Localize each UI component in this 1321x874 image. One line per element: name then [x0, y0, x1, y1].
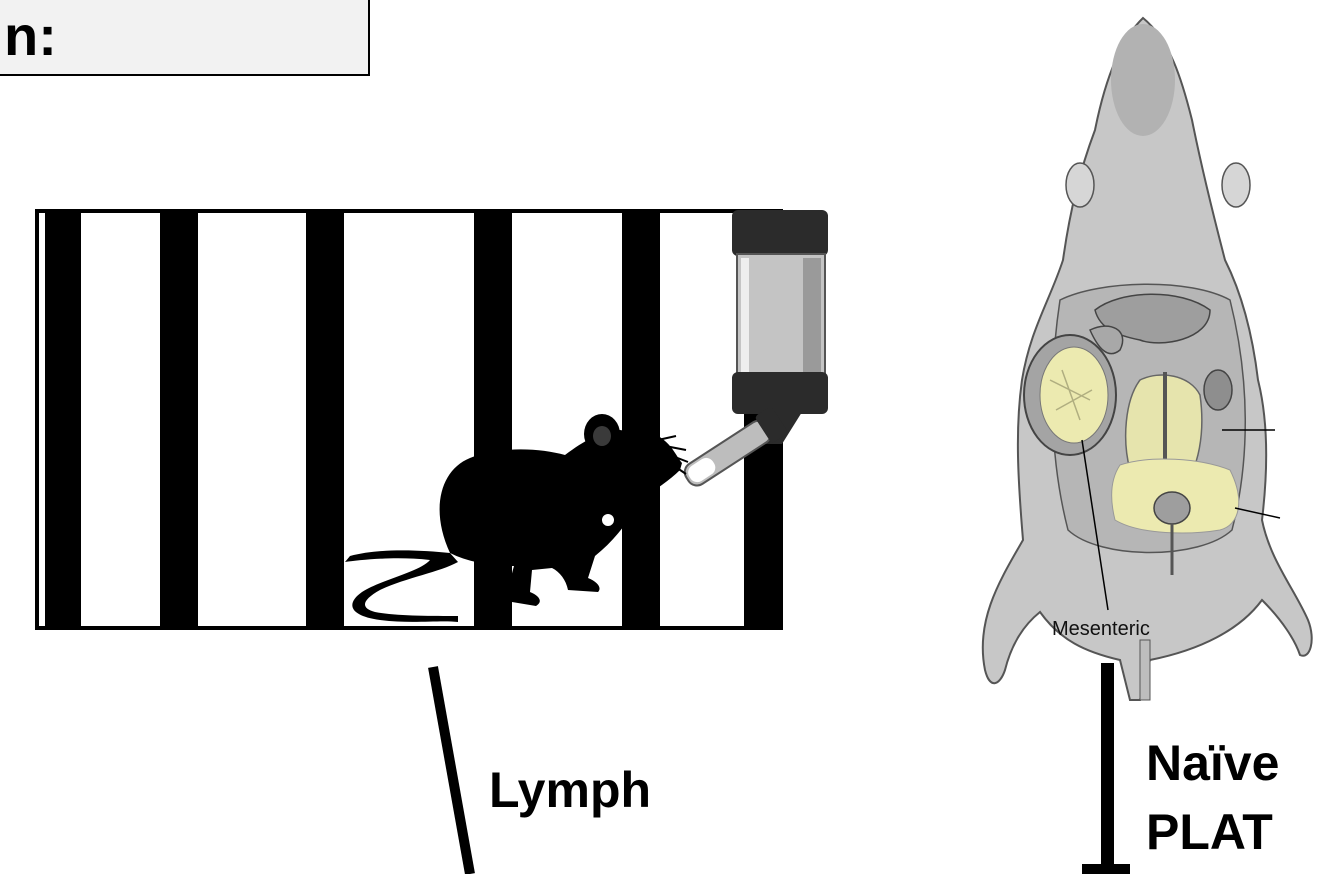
mesenteric-label: Mesenteric — [1052, 618, 1150, 641]
cage-bar — [306, 213, 344, 627]
plat-vertical-line — [1101, 663, 1114, 874]
dissected-rat-illustration — [983, 18, 1312, 700]
cage-bar — [622, 213, 660, 627]
cage-bar — [45, 213, 81, 627]
cage-illustration — [37, 211, 781, 628]
lymph-diagonal-line — [433, 667, 470, 874]
lymph-label: Lymph — [489, 761, 651, 819]
plat-label: PLAT — [1146, 803, 1273, 861]
naive-label: Naïve — [1146, 734, 1279, 792]
plat-line-cap — [1082, 864, 1130, 874]
cage-bar — [160, 213, 198, 627]
cage-frame — [37, 211, 781, 628]
